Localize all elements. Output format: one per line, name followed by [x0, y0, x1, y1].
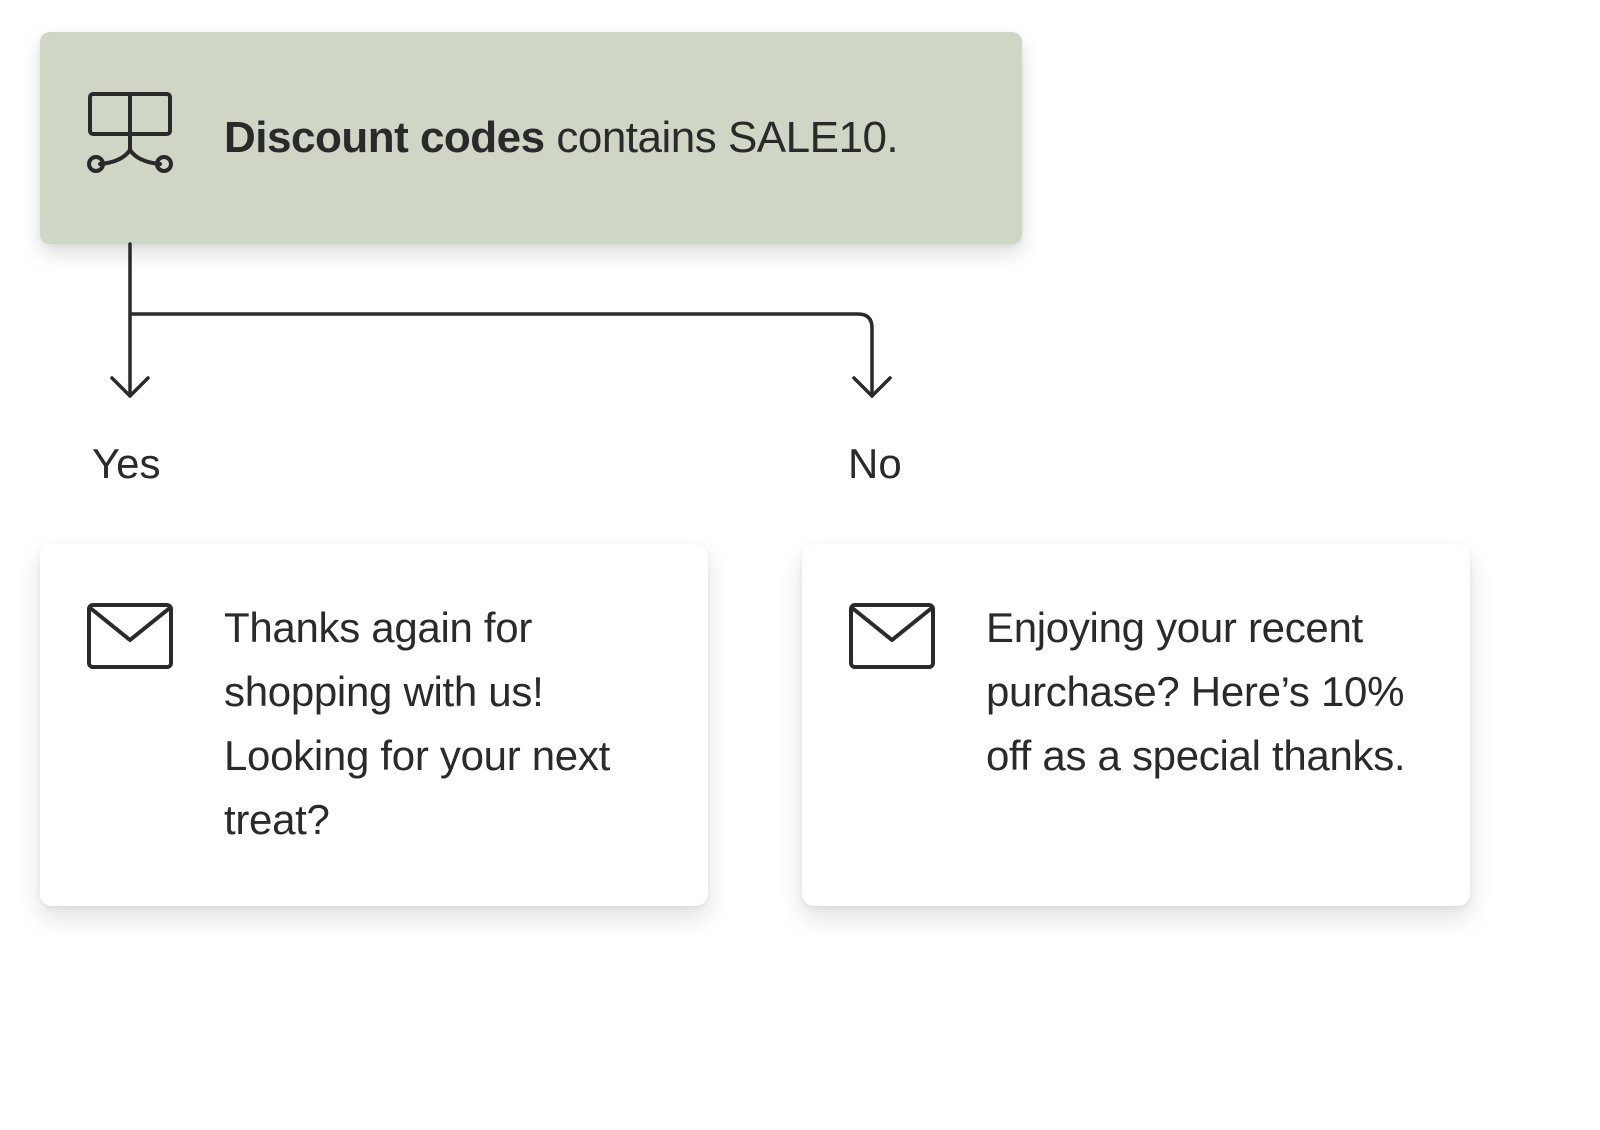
condition-rule: contains SALE10. [544, 113, 899, 162]
email-message: Thanks again for shopping with us! Looki… [224, 604, 610, 843]
yes-arrowhead [110, 376, 150, 398]
envelope-icon [849, 603, 935, 669]
email-card-no[interactable]: Enjoying your recent purchase? Here’s 10… [802, 544, 1470, 906]
condition-text: Discount codes contains SALE10. [224, 32, 899, 244]
email-message: Enjoying your recent purchase? Here’s 10… [986, 604, 1406, 779]
condition-field: Discount codes [224, 113, 545, 162]
no-connector-line [128, 312, 874, 398]
envelope-icon [87, 603, 173, 669]
email-card-yes[interactable]: Thanks again for shopping with us! Looki… [40, 544, 708, 906]
branch-label-no: No [848, 440, 902, 487]
no-arrowhead [852, 376, 892, 398]
condition-node[interactable]: Discount codes contains SALE10. [40, 32, 1022, 244]
branch-label-yes: Yes [92, 440, 161, 487]
conditional-split-icon [87, 92, 173, 173]
